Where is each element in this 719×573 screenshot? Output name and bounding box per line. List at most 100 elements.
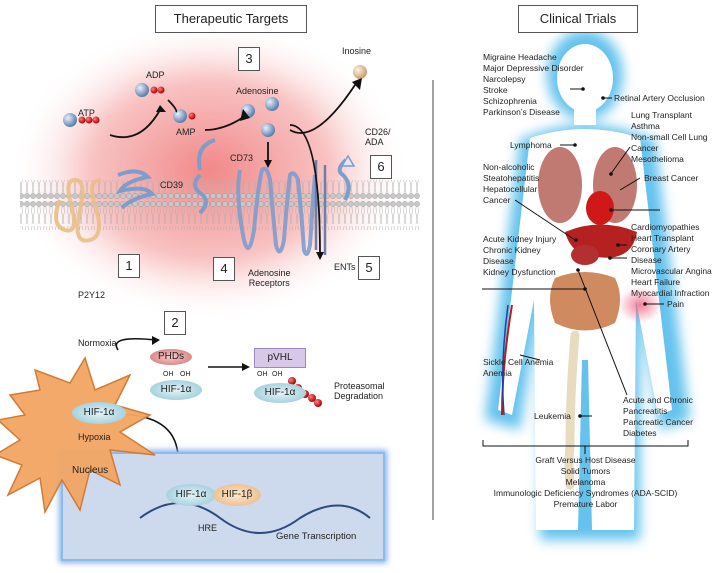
hif1a-pvhl-bound-label: HIF-1α	[264, 387, 296, 398]
blood-vessel	[501, 304, 513, 416]
hif1a-nuclear-label: HIF-1α	[175, 489, 207, 500]
inosine-label: Inosine	[342, 46, 372, 56]
phds-oval: PHDs	[150, 349, 192, 365]
condition-item: Heart Failure	[631, 277, 681, 287]
cd73-label: CD73	[230, 153, 254, 163]
condition-item: Stroke	[483, 85, 508, 95]
condition-item: Breast Cancer	[644, 173, 699, 183]
phd-hydroxylation-arrow	[115, 337, 157, 351]
condition-item: Acute and Chronic	[623, 395, 693, 405]
condition-item: Major Depressive Disorder	[483, 63, 584, 73]
condition-item: Schizophrenia	[483, 96, 537, 106]
normoxia-label: Normoxia	[78, 338, 117, 348]
hif1a-hydroxylated: HIF-1α	[150, 380, 202, 400]
target-number-2: 2	[164, 311, 186, 335]
condition-item: Retinal Artery Occlusion	[614, 93, 705, 103]
oh-label-3: OH	[257, 371, 268, 378]
callout-lines	[482, 88, 689, 454]
adenosine-ent-arrow	[289, 124, 321, 256]
condition-item: Steatohepatitis	[483, 173, 540, 183]
cd73-enzyme	[193, 138, 216, 215]
condition-item: Sickle Cell Anemia	[483, 357, 554, 367]
kidney	[571, 245, 599, 265]
phds-label: PHDs	[157, 351, 185, 362]
target-number-4: 4	[213, 257, 235, 281]
cd26-ada-label: CD26/ ADA	[365, 127, 391, 147]
atp-label: ATP	[78, 108, 95, 118]
pvhl-box: pVHL	[254, 348, 306, 368]
hif1a-nuclear: HIF-1α	[166, 484, 216, 506]
condition-item: Anemia	[483, 368, 512, 378]
kidney-conditions: Acute Kidney Injury Chronic Kidney Disea…	[483, 234, 556, 278]
amp-molecule	[173, 109, 187, 123]
condition-item: Disease	[631, 255, 662, 265]
organs	[501, 147, 662, 490]
hif1b-oval: HIF-1β	[213, 484, 261, 506]
condition-item: Non-alcoholic	[483, 162, 535, 172]
condition-item: Graft Versus Host Disease	[535, 455, 636, 465]
proteasomal-degradation-label: Proteasomal Degradation	[334, 381, 385, 401]
condition-item: Narcolepsy	[483, 74, 526, 84]
femur-bone	[564, 330, 580, 490]
inosine-molecule	[353, 65, 367, 79]
hypoxia-label: Hypoxia	[78, 432, 111, 442]
adenosine-to-inosine-arrow	[289, 84, 356, 134]
condition-item: Pain	[667, 299, 685, 309]
pain-conditions: Pain	[667, 299, 684, 310]
condition-item: Hepatocellular	[483, 184, 538, 194]
hif1a-stable: HIF-1α	[72, 402, 126, 424]
ents-label: ENTs	[334, 262, 356, 272]
adenosine-receptor-shape	[236, 166, 317, 256]
atp-to-adp-arrow	[109, 109, 161, 139]
clinical-trials-title: Clinical Trials	[518, 5, 638, 33]
intestines	[550, 272, 620, 331]
pancreas-conditions: Acute and Chronic Pancreatitis Pancreati…	[623, 395, 693, 439]
condition-item: Pancreatitis	[623, 406, 668, 416]
condition-item: Immunologic Deficiency Syndromes (ADA-SC…	[493, 488, 678, 498]
condition-item: Diabetes	[623, 428, 657, 438]
target-number-5: 5	[358, 256, 380, 280]
ada-triangle	[340, 154, 356, 167]
condition-item: Cancer	[631, 143, 659, 153]
adenosine-receptors-label: Adenosine Receptors	[248, 268, 291, 288]
nucleus-label: Nucleus	[72, 465, 109, 476]
pain-area	[618, 287, 662, 323]
lipid-bilayer	[20, 180, 420, 230]
adenosine-label: Adenosine	[236, 86, 279, 96]
hif1a-pvhl-bound: HIF-1α	[254, 383, 306, 403]
condition-item: Myocardial Infraction	[631, 288, 710, 298]
sickle-cell-conditions: Sickle Cell Anemia Anemia	[483, 357, 553, 379]
condition-item: Pancreatic Cancer	[623, 417, 693, 427]
lung-conditions: Lung Transplant Asthma Non-small Cell Lu…	[631, 110, 708, 165]
condition-item: Melanoma	[565, 477, 606, 487]
condition-item: Lymphoma	[510, 140, 552, 150]
cd26-enzyme	[337, 158, 351, 201]
heart	[586, 191, 614, 225]
extracellular-glow	[10, 20, 410, 320]
hif1a-hydroxylated-label: HIF-1α	[160, 384, 192, 395]
leukemia-conditions: Leukemia	[534, 411, 571, 422]
adp-molecule	[135, 83, 149, 97]
oh-label-2: OH	[180, 371, 191, 378]
target-number-1: 1	[118, 254, 140, 278]
cd39-enzyme	[115, 169, 156, 210]
condition-item: Chronic Kidney	[483, 245, 541, 255]
condition-item: Parkinson’s Disease	[483, 107, 560, 117]
oh-label-1: OH	[163, 371, 174, 378]
retinal-conditions: Retinal Artery Occlusion	[614, 93, 705, 104]
condition-item: Non-small Cell Lung	[631, 132, 708, 142]
gene-transcription-label: Gene Transcription	[276, 531, 357, 542]
condition-item: Kidney Dysfunction	[483, 267, 556, 277]
cd39-label: CD39	[160, 180, 184, 190]
amp-label: AMP	[176, 127, 196, 137]
condition-item: Microvascular Angina	[631, 266, 712, 276]
hypoxia-starburst	[0, 356, 156, 515]
neuro-conditions: Migraine Headache Major Depressive Disor…	[483, 52, 584, 118]
systemic-conditions: Graft Versus Host Disease Solid Tumors M…	[483, 455, 688, 510]
atp-molecule	[63, 113, 77, 127]
heart-conditions: Cardiomyopathies Heart Transplant Corona…	[631, 222, 712, 299]
liver-conditions: Non-alcoholic Steatohepatitis Hepatocell…	[483, 162, 539, 206]
breast-conditions: Breast Cancer	[644, 173, 698, 184]
left-lung	[538, 147, 582, 223]
